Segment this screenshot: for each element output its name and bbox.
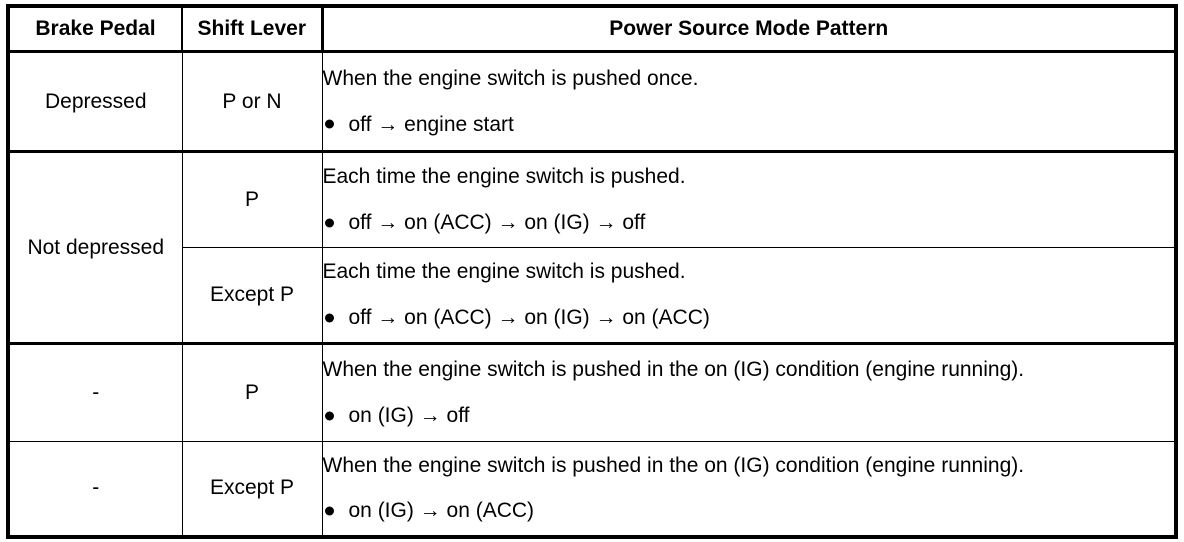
pattern-bullet-text: off → on (ACC) → on (IG) → on (ACC) [348,306,710,329]
pattern-description: When the engine switch is pushed in the … [322,358,1025,382]
table-row: Depressed P or N When the engine switch … [7,51,1177,152]
column-header-power-source-mode-pattern: Power Source Mode Pattern [321,5,1177,53]
cell-power-source-mode-pattern: Each time the engine switch is pushed. o… [321,150,1177,248]
cell-brake-pedal: - [7,342,183,442]
pattern-bullet-item: off → on (ACC) → on (IG) → off [323,211,1175,235]
bullet-icon [324,218,334,228]
cell-shift-lever: P or N [181,51,323,152]
table-row: - P When the engine switch is pushed in … [7,342,1177,442]
table-row: Except P Each time the engine switch is … [8,247,1177,344]
bullet-icon [324,313,334,323]
power-source-mode-table-wrapper: Brake Pedal Shift Lever Power Source Mod… [6,4,1178,539]
cell-power-source-mode-pattern: Each time the engine switch is pushed. o… [321,247,1177,344]
pattern-description: Each time the engine switch is pushed. [322,260,686,284]
table-header-row: Brake Pedal Shift Lever Power Source Mod… [7,5,1177,53]
pattern-bullet-item: on (IG) → off [323,404,1175,428]
pattern-bullet-text: off → engine start [348,112,514,136]
cell-brake-pedal: Not depressed [7,150,183,344]
cell-shift-lever: Except P [181,441,323,537]
cell-brake-pedal: Depressed [7,51,183,152]
cell-power-source-mode-pattern: When the engine switch is pushed in the … [321,441,1177,537]
pattern-bullet-item: on (IG) → on (ACC) [323,499,1175,523]
pattern-description: Each time the engine switch is pushed. [322,165,686,189]
pattern-description: When the engine switch is pushed in the … [322,453,1025,477]
pattern-bullet-text: on (IG) → on (ACC) [348,499,535,523]
pattern-bullet-item: off → on (ACC) → on (IG) → on (ACC) [323,306,1175,330]
bullet-icon [324,119,334,129]
power-source-mode-table: Brake Pedal Shift Lever Power Source Mod… [6,4,1178,539]
table-row: - Except P When the engine switch is pus… [7,441,1177,537]
cell-power-source-mode-pattern: When the engine switch is pushed in the … [321,342,1177,442]
pattern-bullet-text: on (IG) → off [348,404,470,427]
bullet-icon [324,411,334,421]
column-header-shift-lever: Shift Lever [181,5,324,53]
cell-brake-pedal: - [7,441,183,537]
pattern-bullet-text: off → on (ACC) → on (IG) → off [348,211,646,234]
column-header-brake-pedal: Brake Pedal [7,5,183,53]
cell-shift-lever: P [181,342,323,442]
bullet-icon [324,506,334,516]
cell-shift-lever: Except P [181,247,323,344]
pattern-description: When the engine switch is pushed once. [322,66,699,90]
pattern-bullet-item: off → engine start [323,113,1175,137]
cell-shift-lever: P [181,150,323,248]
table-row: Not depressed P Each time the engine swi… [7,150,1177,344]
cell-power-source-mode-pattern: When the engine switch is pushed once. o… [321,51,1177,152]
